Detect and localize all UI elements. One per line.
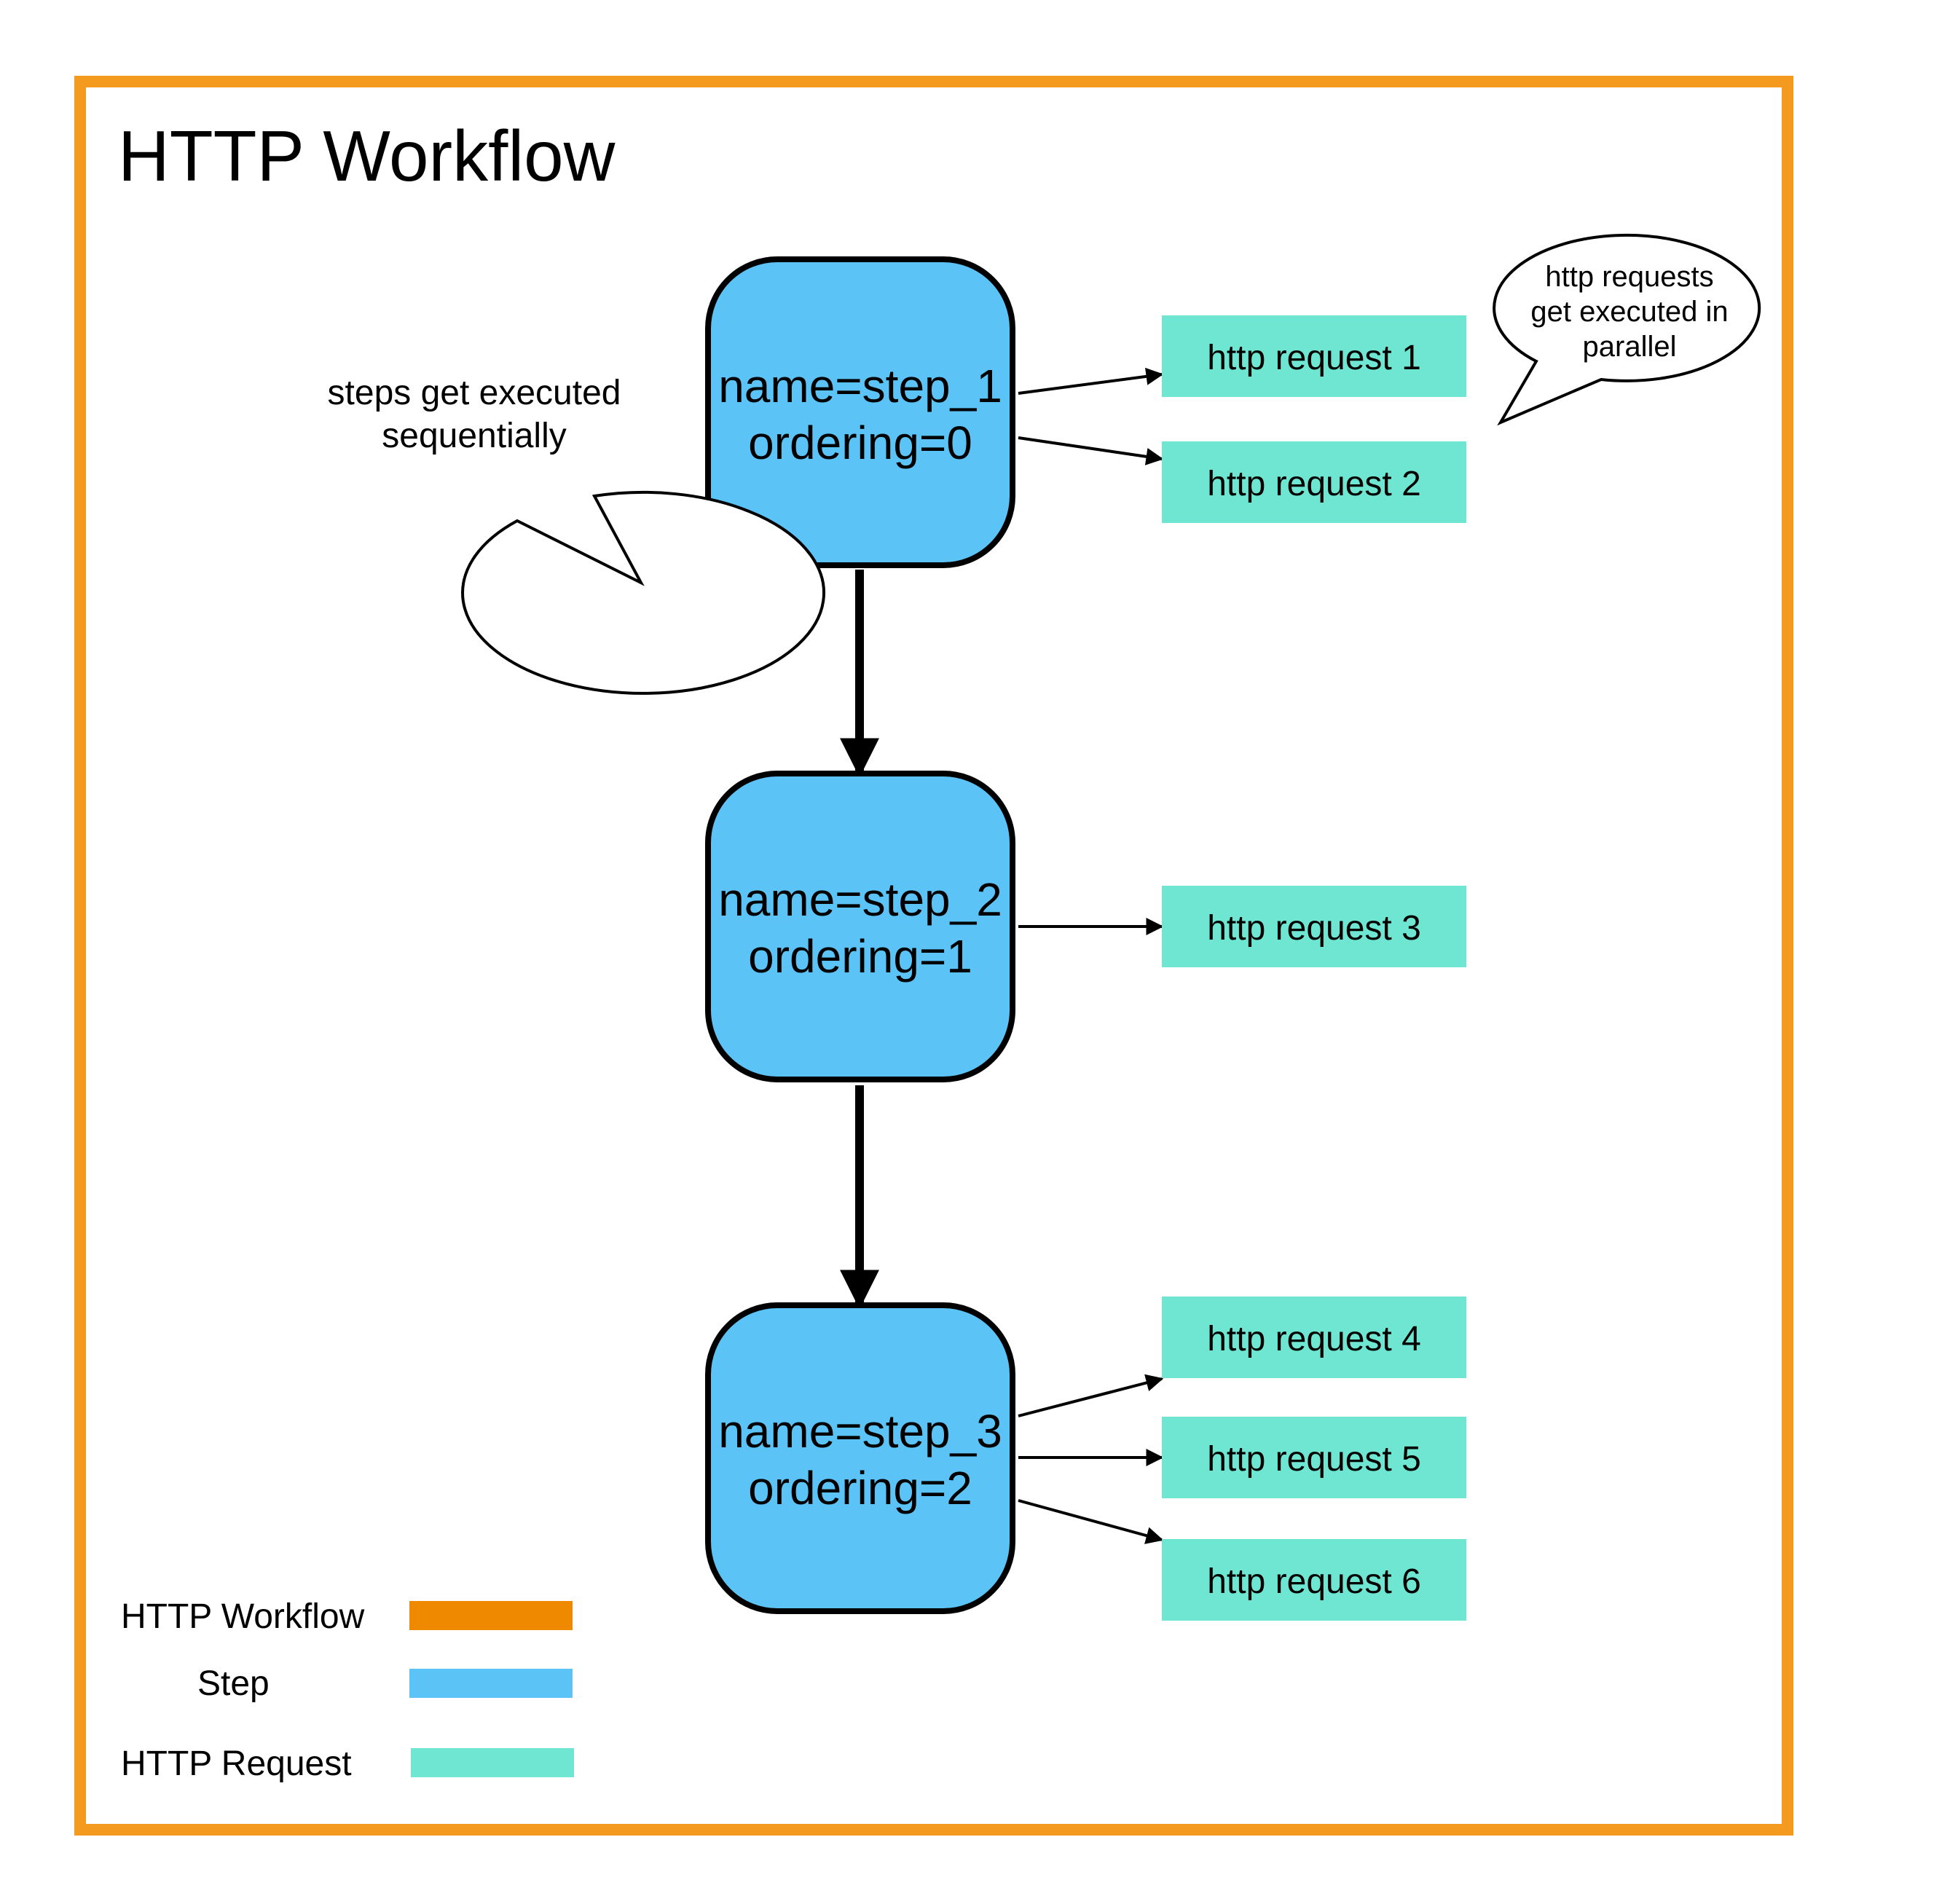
legend-workflow-label: HTTP Workflow [121, 1597, 365, 1636]
step-ordering-label: ordering=1 [748, 930, 972, 983]
step-box [705, 1302, 1015, 1614]
request-label: http request 4 [1207, 1320, 1421, 1358]
request-box [1162, 1417, 1466, 1498]
speech-bubble-shape [461, 490, 826, 695]
sequential-note-bubble: steps get executed sequentially [328, 374, 826, 695]
http-request-2: http request 2 [1162, 441, 1466, 523]
legend-request-label: HTTP Request [121, 1744, 352, 1783]
step-box [705, 256, 1015, 568]
http-request-5: http request 5 [1162, 1417, 1466, 1498]
request-box [1162, 1297, 1466, 1378]
request-label: http request 6 [1207, 1562, 1421, 1601]
step1-to-request1-arrow [1018, 367, 1164, 395]
step-name-label: name=step_3 [718, 1405, 1002, 1457]
workflow-frame [74, 76, 1793, 1836]
step3-to-request6-arrow [1018, 1499, 1164, 1544]
parallel-note-bubble: http requests get executed in parallel [1493, 233, 1761, 426]
step-box [705, 771, 1015, 1082]
legend-step-swatch [409, 1669, 573, 1698]
step-name-label: name=step_1 [718, 360, 1002, 412]
step-name-label: name=step_2 [718, 873, 1002, 926]
step1-to-request2-arrow [1018, 436, 1164, 465]
step-ordering-label: ordering=0 [748, 417, 972, 469]
legend-request-swatch [411, 1748, 574, 1777]
request-label: http request 5 [1207, 1440, 1421, 1479]
legend-workflow-swatch [409, 1601, 573, 1630]
diagram-title: HTTP Workflow [118, 116, 616, 196]
legend: HTTP Workflow Step HTTP Request [121, 1597, 574, 1783]
note-line: sequentially [382, 417, 567, 455]
step3-to-request4-arrow [1018, 1374, 1164, 1417]
request-box [1162, 441, 1466, 523]
step-node-3: name=step_3 ordering=2 [705, 1302, 1015, 1614]
step-node-1: name=step_1 ordering=0 [705, 256, 1015, 568]
http-request-1: http request 1 [1162, 315, 1466, 397]
request-box [1162, 886, 1466, 967]
request-box [1162, 315, 1466, 397]
request-label: http request 2 [1207, 465, 1421, 503]
legend-step-label: Step [197, 1664, 270, 1703]
step-node-2: name=step_2 ordering=1 [705, 771, 1015, 1082]
http-request-6: http request 6 [1162, 1539, 1466, 1621]
request-label: http request 3 [1207, 909, 1421, 948]
http-request-3: http request 3 [1162, 886, 1466, 967]
request-label: http request 1 [1207, 339, 1421, 377]
speech-bubble-shape [1493, 233, 1761, 426]
note-line: http requests [1545, 261, 1713, 293]
note-line: steps get executed [328, 374, 621, 412]
step-ordering-label: ordering=2 [748, 1462, 972, 1514]
note-line: get executed in [1530, 296, 1728, 328]
note-line: parallel [1583, 331, 1677, 363]
http-request-4: http request 4 [1162, 1297, 1466, 1378]
request-box [1162, 1539, 1466, 1621]
